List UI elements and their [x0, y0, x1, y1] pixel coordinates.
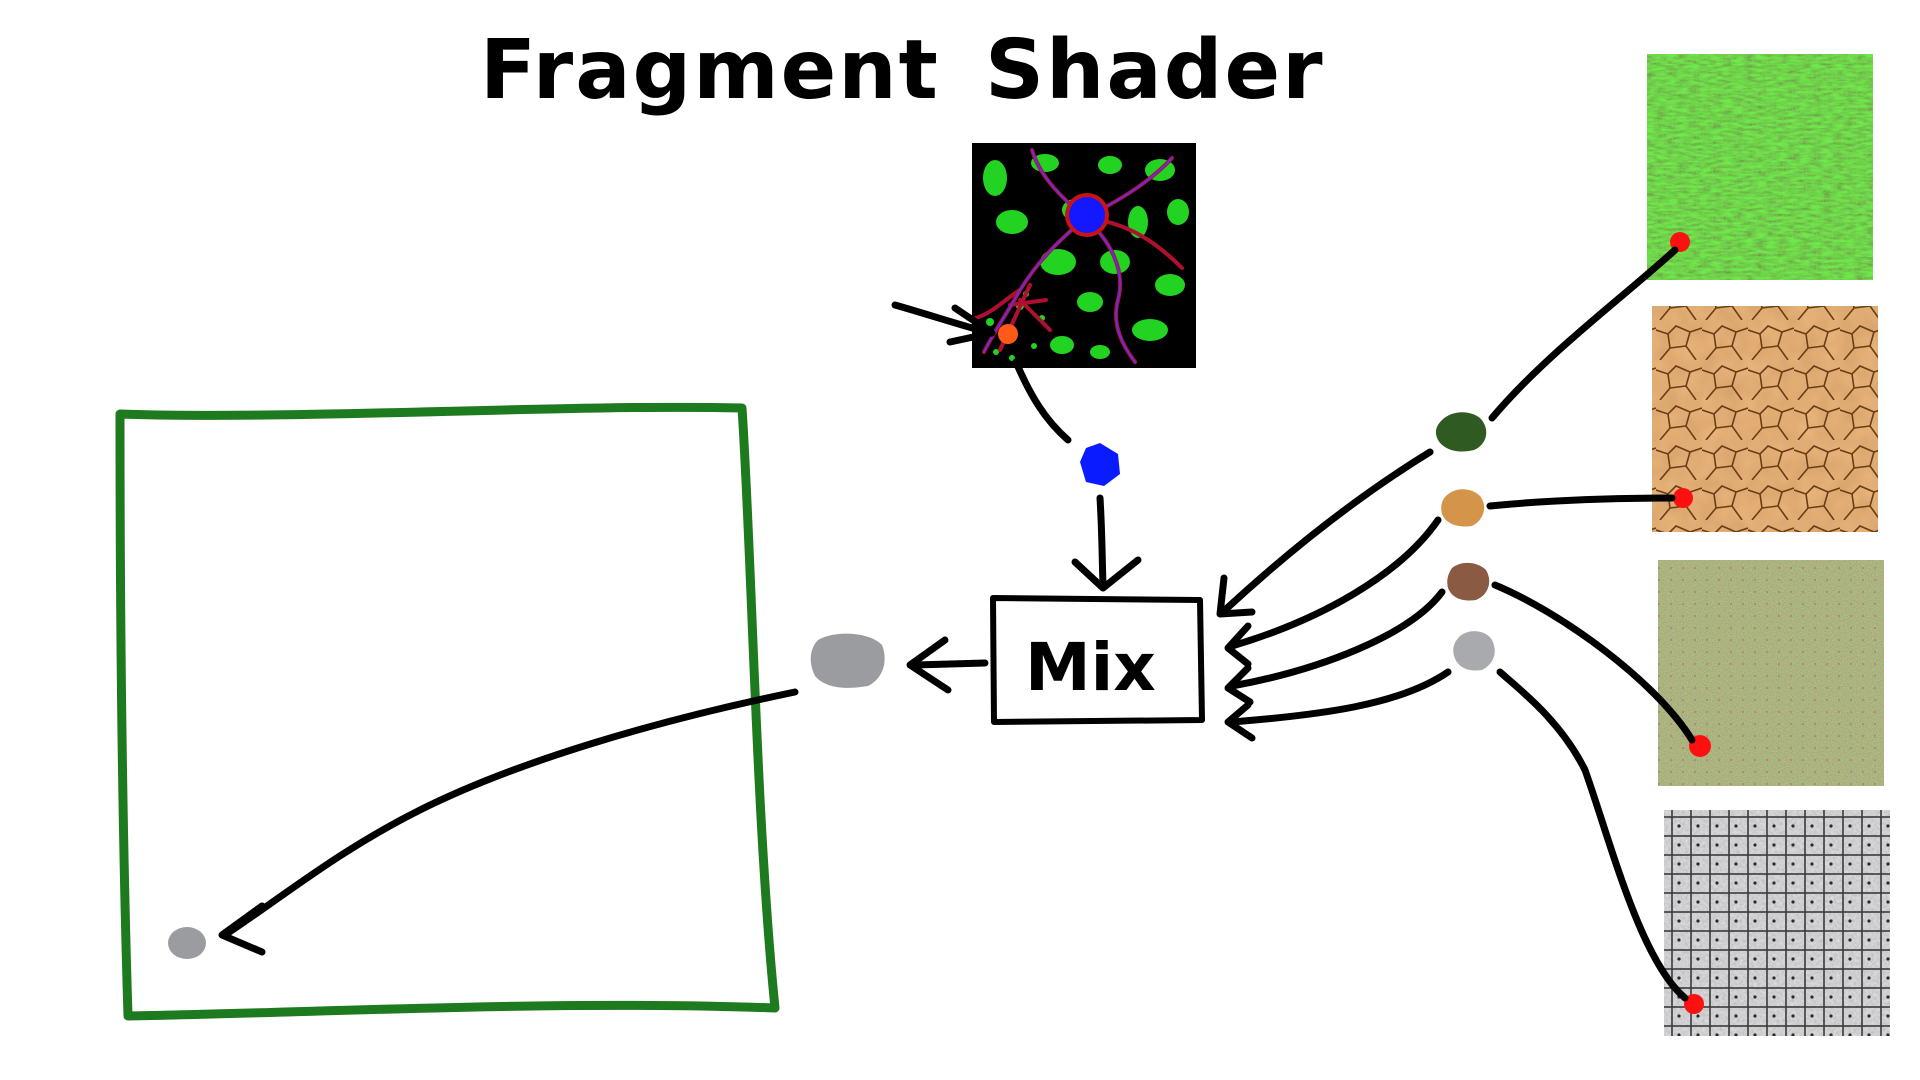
earth-color-dot [1447, 562, 1490, 601]
mix-node-box [990, 595, 1205, 725]
dirt-sample-marker [1673, 488, 1693, 508]
stone-into-mix-arrow [1224, 668, 1452, 742]
dirt-sample-wire [1486, 494, 1676, 510]
grass-sample-wire [1488, 246, 1679, 422]
dirt-into-mix-arrow [1224, 516, 1442, 668]
mix-node-label: Mix [1025, 629, 1156, 706]
orange-pointer-arrow [891, 301, 996, 346]
title-word-fragment: Fragment [480, 23, 940, 118]
splat-sample-point [998, 324, 1018, 344]
grass-color-dot [1435, 412, 1487, 452]
stone-sample-marker [1684, 994, 1704, 1014]
splat-color-dot [1080, 443, 1120, 486]
grass-into-mix-arrow [1216, 448, 1434, 618]
mix-node: Mix [990, 595, 1205, 725]
dirt-color-dot [1441, 489, 1485, 527]
splat-into-mix-arrow [1071, 494, 1142, 592]
mix-output-arrow [906, 636, 989, 694]
splat-to-sample-wire [1012, 358, 1072, 444]
earth-sample-wire [1491, 581, 1696, 744]
title-word-shader: Shader [985, 23, 1325, 118]
mixed-color-dot [810, 633, 885, 688]
output-frame [115, 402, 780, 1021]
earth-into-mix-arrow [1224, 588, 1446, 706]
output-pixel-wire [218, 688, 799, 956]
stone-sample-wire [1496, 668, 1689, 1002]
output-pixel-dot [168, 927, 206, 959]
stone-color-dot [1453, 631, 1495, 671]
